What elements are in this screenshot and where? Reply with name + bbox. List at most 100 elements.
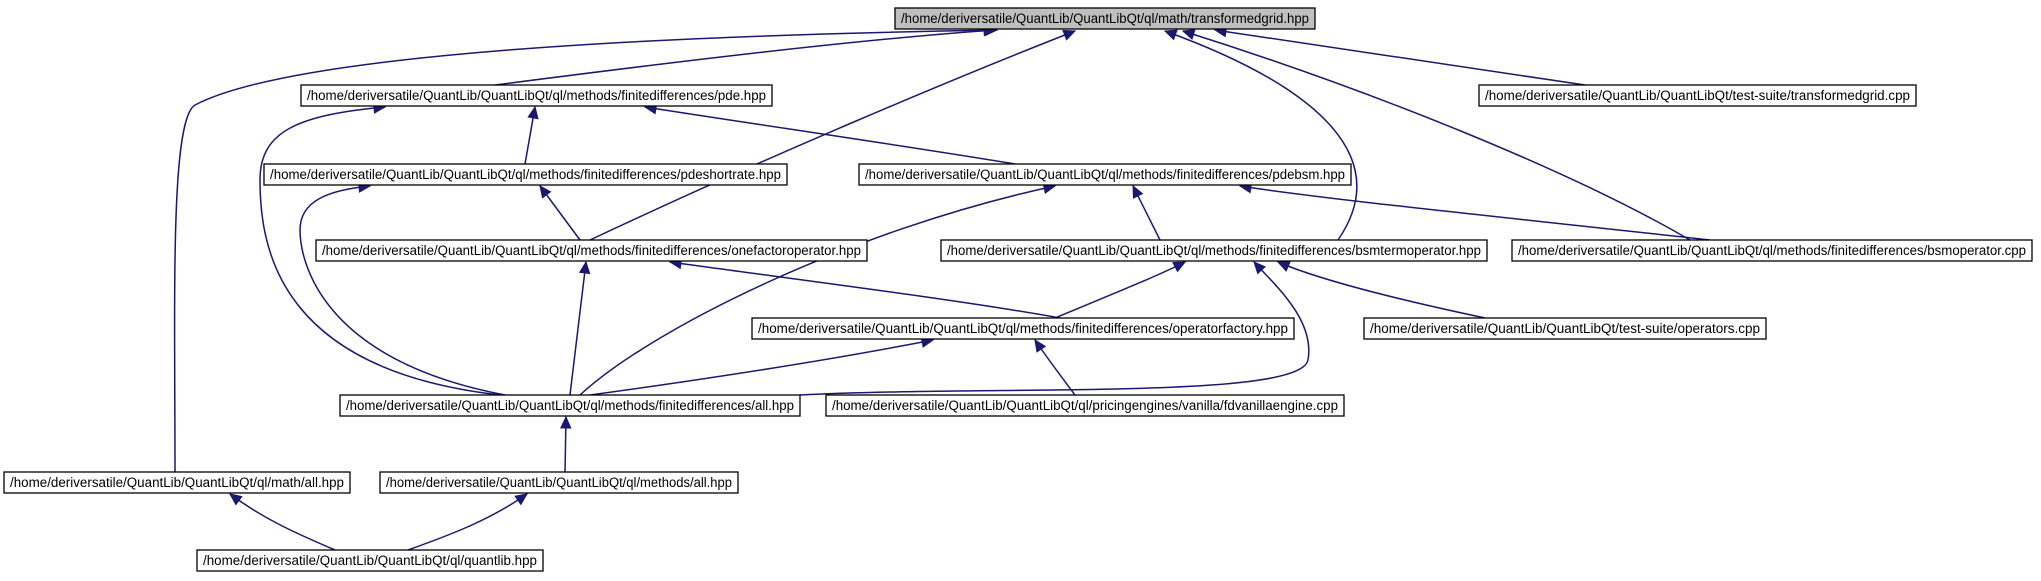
node-operators-cpp[interactable]: /home/deriversatile/QuantLib/QuantLibQt/… — [1363, 317, 1767, 340]
edge-arrowhead — [539, 185, 552, 199]
node-label: /home/deriversatile/QuantLib/QuantLibQt/… — [1518, 243, 2026, 258]
edge-onefactoroperator-hpp-to-transformedgrid-hpp — [589, 29, 1077, 241]
node-box — [315, 239, 868, 262]
node-label: /home/deriversatile/QuantLib/QuantLibQt/… — [832, 398, 1338, 413]
edge-line — [1182, 30, 1691, 241]
node-bsmtermoperator-hpp[interactable]: /home/deriversatile/QuantLib/QuantLibQt/… — [940, 239, 1488, 262]
edge-bsmtermoperator-hpp-to-pdebsm-hpp — [1132, 184, 1161, 241]
edge-onefactoroperator-hpp-to-pdeshortrate-hpp — [539, 185, 581, 241]
node-label: /home/deriversatile/QuantLib/QuantLibQt/… — [346, 398, 794, 413]
node-box — [339, 394, 801, 417]
edge-line — [644, 106, 1016, 165]
edge-operatorfactory-hpp-to-bsmtermoperator-hpp — [1054, 261, 1187, 319]
edge-line — [589, 339, 934, 396]
node-box — [3, 471, 351, 494]
node-label: /home/deriversatile/QuantLib/QuantLibQt/… — [270, 167, 781, 182]
node-box — [858, 163, 1352, 186]
edge-bsmoperator-cpp-to-transformedgrid-hpp — [1181, 28, 1691, 241]
edge-line — [1054, 261, 1186, 319]
edge-fd-all-hpp-to-pdeshortrate-hpp — [299, 181, 506, 396]
edge-fd-all-hpp-to-bsmtermoperator-hpp — [799, 261, 1310, 396]
edge-arrowhead — [514, 493, 528, 506]
edge-line — [1214, 29, 1586, 86]
node-box — [1363, 317, 1767, 340]
node-bsmoperator-cpp[interactable]: /home/deriversatile/QuantLib/QuantLibQt/… — [1511, 239, 2033, 262]
edge-arrowhead — [1034, 338, 1047, 353]
node-methods-all-hpp[interactable]: /home/deriversatile/QuantLib/QuantLibQt/… — [379, 471, 739, 494]
node-label: /home/deriversatile/QuantLib/QuantLibQt/… — [386, 475, 732, 490]
node-box — [894, 7, 1316, 30]
node-pdeshortrate-hpp[interactable]: /home/deriversatile/QuantLib/QuantLibQt/… — [263, 163, 788, 186]
node-box — [196, 549, 544, 572]
edge-line — [299, 185, 506, 396]
edge-line — [229, 493, 336, 551]
edge-arrowhead — [1276, 261, 1291, 272]
node-label: /home/deriversatile/QuantLib/QuantLibQt/… — [758, 321, 1288, 336]
node-label: /home/deriversatile/QuantLib/QuantLibQt/… — [1485, 88, 1910, 103]
edge-bsmtermoperator-hpp-to-transformedgrid-hpp — [1163, 29, 1358, 241]
edge-pdeshortrate-hpp-to-pde-hpp — [524, 105, 539, 165]
edge-operators-cpp-to-bsmtermoperator-hpp — [1276, 261, 1486, 319]
edge-transformedgrid-cpp-to-transformedgrid-hpp — [1213, 25, 1586, 86]
node-box — [379, 471, 739, 494]
node-transformedgrid-hpp[interactable]: /home/deriversatile/QuantLib/QuantLibQt/… — [894, 7, 1316, 30]
edge-line — [579, 185, 1056, 396]
edge-quantlib-hpp-to-methods-all-hpp — [407, 493, 528, 551]
edge-arrowhead — [1253, 261, 1267, 275]
node-label: /home/deriversatile/QuantLib/QuantLibQt/… — [1370, 321, 1760, 336]
node-label: /home/deriversatile/QuantLib/QuantLibQt/… — [901, 11, 1309, 26]
edge-arrowhead — [229, 493, 243, 506]
node-fdvanillaengine-cpp[interactable]: /home/deriversatile/QuantLib/QuantLibQt/… — [825, 394, 1345, 417]
edge-arrowhead — [527, 105, 539, 120]
node-box — [263, 163, 788, 186]
node-box — [940, 239, 1488, 262]
edge-line — [494, 29, 996, 86]
edge-line — [669, 261, 1061, 319]
node-label: /home/deriversatile/QuantLib/QuantLibQt/… — [10, 475, 344, 490]
edge-pdebsm-hpp-to-pde-hpp — [643, 103, 1016, 165]
edge-arrowhead — [1181, 28, 1196, 40]
edge-fd-all-hpp-to-operatorfactory-hpp — [589, 336, 935, 396]
edge-arrowhead — [578, 260, 591, 275]
nodes-layer: /home/deriversatile/QuantLib/QuantLibQt/… — [3, 7, 2033, 572]
edge-pde-hpp-to-transformedgrid-hpp — [494, 25, 997, 86]
edge-line — [799, 261, 1310, 396]
edge-arrowhead — [1172, 261, 1187, 273]
edge-line — [407, 493, 528, 551]
node-pde-hpp[interactable]: /home/deriversatile/QuantLib/QuantLibQt/… — [300, 84, 773, 107]
edge-quantlib-hpp-to-math-all-hpp — [229, 493, 336, 551]
edge-fd-all-hpp-to-pdebsm-hpp — [579, 182, 1057, 396]
edge-methods-all-hpp-to-fd-all-hpp — [560, 415, 572, 473]
edges-layer — [173, 24, 1711, 551]
node-operatorfactory-hpp[interactable]: /home/deriversatile/QuantLib/QuantLibQt/… — [751, 317, 1295, 340]
edge-line — [1239, 185, 1711, 241]
node-box — [751, 317, 1295, 340]
edge-fdvanillaengine-cpp-to-operatorfactory-hpp — [1034, 338, 1076, 396]
edge-bsmoperator-cpp-to-pdebsm-hpp — [1238, 182, 1711, 241]
edge-arrowhead — [1062, 29, 1077, 41]
node-box — [1478, 84, 1917, 107]
edge-line — [1277, 261, 1486, 319]
edge-line — [173, 29, 998, 473]
edge-operatorfactory-hpp-to-onefactoroperator-hpp — [668, 257, 1061, 319]
node-label: /home/deriversatile/QuantLib/QuantLibQt/… — [307, 88, 766, 103]
edge-arrowhead — [1132, 184, 1144, 199]
node-box — [1511, 239, 2033, 262]
edge-fd-all-hpp-to-onefactoroperator-hpp — [569, 260, 591, 396]
edge-line — [1164, 30, 1358, 241]
node-onefactoroperator-hpp[interactable]: /home/deriversatile/QuantLib/QuantLibQt/… — [315, 239, 868, 262]
node-box — [825, 394, 1345, 417]
node-fd-all-hpp[interactable]: /home/deriversatile/QuantLib/QuantLibQt/… — [339, 394, 801, 417]
edge-arrowhead — [560, 415, 572, 429]
edge-arrowhead — [1163, 29, 1178, 41]
edge-line — [589, 30, 1076, 241]
node-box — [300, 84, 773, 107]
node-math-all-hpp[interactable]: /home/deriversatile/QuantLib/QuantLibQt/… — [3, 471, 351, 494]
node-label: /home/deriversatile/QuantLib/QuantLibQt/… — [947, 243, 1481, 258]
node-quantlib-hpp[interactable]: /home/deriversatile/QuantLib/QuantLibQt/… — [196, 549, 544, 572]
node-pdebsm-hpp[interactable]: /home/deriversatile/QuantLib/QuantLibQt/… — [858, 163, 1352, 186]
node-transformedgrid-cpp[interactable]: /home/deriversatile/QuantLib/QuantLibQt/… — [1478, 84, 1917, 107]
node-label: /home/deriversatile/QuantLib/QuantLibQt/… — [865, 167, 1345, 182]
node-label: /home/deriversatile/QuantLib/QuantLibQt/… — [322, 243, 861, 258]
